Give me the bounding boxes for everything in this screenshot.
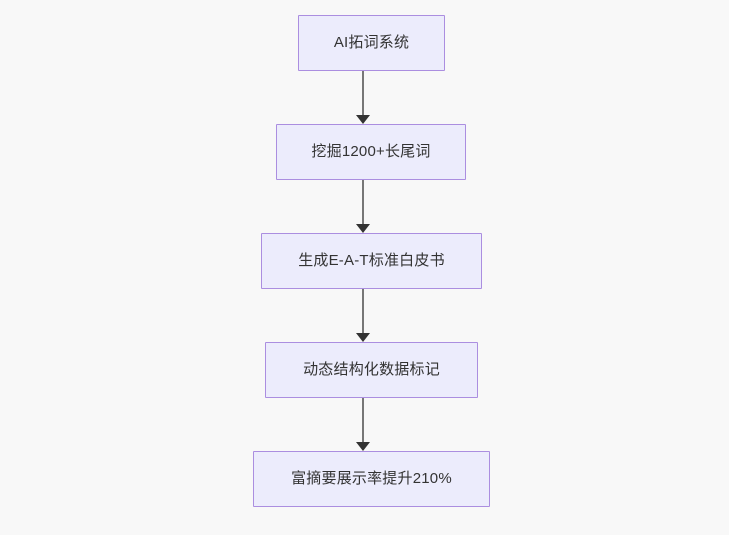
- flow-connector-3: [355, 289, 371, 342]
- flow-node-label: 生成E-A-T标准白皮书: [298, 252, 445, 269]
- flow-connector-4: [355, 398, 371, 451]
- connector-line: [362, 71, 364, 116]
- flow-node-label: 挖掘1200+长尾词: [311, 143, 431, 160]
- flow-node-label: AI拓词系统: [333, 34, 410, 51]
- flow-node-label: 富摘要展示率提升210%: [291, 470, 452, 487]
- connector-line: [362, 289, 364, 334]
- flow-node-dynamic-structured-data-markup[interactable]: 动态结构化数据标记: [265, 342, 478, 398]
- flow-node-label: 动态结构化数据标记: [303, 361, 440, 378]
- connector-line: [362, 180, 364, 225]
- arrow-down-icon: [356, 115, 370, 124]
- flow-connector-1: [355, 71, 371, 124]
- flow-node-generate-eat-whitepaper[interactable]: 生成E-A-T标准白皮书: [261, 233, 482, 289]
- flow-node-rich-snippet-impression-lift[interactable]: 富摘要展示率提升210%: [253, 451, 490, 507]
- connector-line: [362, 398, 364, 443]
- arrow-down-icon: [356, 333, 370, 342]
- flow-node-ai-keyword-system[interactable]: AI拓词系统: [298, 15, 445, 71]
- arrow-down-icon: [356, 224, 370, 233]
- flow-node-mine-longtail-keywords[interactable]: 挖掘1200+长尾词: [276, 124, 466, 180]
- arrow-down-icon: [356, 442, 370, 451]
- flow-connector-2: [355, 180, 371, 233]
